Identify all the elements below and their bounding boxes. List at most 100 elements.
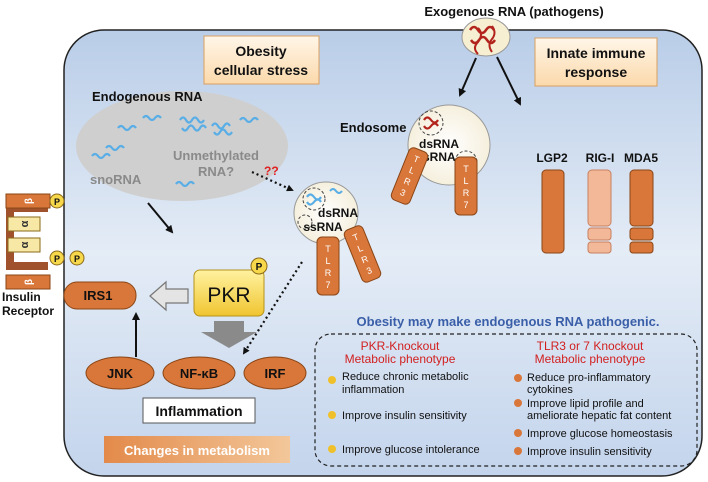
nfkb-label: NF-κB — [180, 366, 218, 381]
tlr-item-1-line2: cytokines — [527, 384, 573, 396]
dsrna-label-lower: dsRNA — [318, 206, 358, 220]
endosome-vesicle-lower — [293, 181, 359, 245]
changes-metabolism-label: Changes in metabolism — [124, 443, 270, 458]
svg-text:R: R — [360, 253, 370, 265]
irs1-label: IRS1 — [84, 288, 113, 303]
svg-text:7: 7 — [463, 200, 468, 210]
pkr-item-bullet — [328, 411, 336, 419]
svg-text:L: L — [463, 176, 468, 186]
svg-text:7: 7 — [325, 280, 330, 290]
innate-immune-box — [534, 37, 658, 87]
tlr-item-3: Improve glucose homeostasis — [527, 428, 673, 440]
pathogen-vesicle — [461, 17, 511, 57]
svg-text:3: 3 — [365, 265, 373, 276]
jnk-node — [85, 356, 155, 390]
inflammation-box — [142, 397, 256, 424]
tlr-ko-title-1: TLR3 or 7 Knockout — [537, 339, 644, 353]
pkr-item-2: Improve insulin sensitivity — [342, 410, 467, 422]
pkr-label: PKR — [207, 284, 250, 307]
tlr-item-bullet — [514, 447, 522, 455]
phospho-marker-1: P — [49, 193, 65, 209]
svg-text:L: L — [356, 243, 364, 254]
pkr-box — [193, 269, 265, 317]
svg-text:T: T — [351, 231, 360, 243]
svg-text:P: P — [256, 262, 263, 273]
arrow-to-endosome — [458, 57, 477, 97]
question-marks: ?? — [264, 164, 279, 178]
pkr-item-bullet — [328, 376, 336, 384]
obesity-stress-box — [203, 35, 320, 85]
irs1-box — [63, 281, 137, 310]
tlr-item-2-line1: Improve lipid profile and — [527, 398, 644, 410]
pkr-phospho-marker: P — [250, 257, 268, 275]
inflammation-label: Inflammation — [155, 403, 242, 419]
svg-text:T: T — [412, 154, 421, 166]
svg-text:R: R — [325, 268, 332, 278]
dsrna-label-upper: dsRNA — [419, 137, 459, 151]
phospho-marker-3: P — [69, 250, 85, 266]
pkr-item-3: Improve glucose intolerance — [342, 444, 480, 456]
tlr3-receptor-upper: T L R 3 — [390, 147, 429, 205]
unmethylated-line1: Unmethylated — [173, 148, 259, 163]
svg-text:L: L — [408, 165, 416, 176]
arrow-to-pkr — [147, 202, 174, 234]
alpha-label-2: α — [19, 241, 31, 248]
svg-text:T: T — [463, 164, 469, 174]
svg-text:L: L — [325, 256, 330, 266]
downstream-arrow — [201, 321, 257, 348]
tlr7-receptor-upper: T L R 7 — [454, 156, 478, 216]
tlr7-receptor-lower: T L R 7 — [316, 236, 340, 296]
pkr-ko-title-1: PKR-Knockout — [361, 339, 440, 353]
endogenous-rna-label: Endogenous RNA — [92, 89, 203, 104]
svg-text:T: T — [325, 244, 331, 254]
obesity-statement: Obesity may make endogenous RNA pathogen… — [357, 314, 660, 329]
pkr-ko-title-2: Metabolic phenotype — [345, 352, 456, 366]
pkr-item-bullet — [328, 445, 336, 453]
obesity-stress-line2: cellular stress — [214, 62, 308, 78]
exogenous-rna-label: Exogenous RNA (pathogens) — [424, 4, 603, 19]
endosome-label: Endosome — [340, 120, 406, 135]
lgp2-sensor — [541, 169, 565, 254]
dotted-arrow-to-vesicle — [251, 170, 294, 192]
svg-text:P: P — [74, 254, 80, 264]
pkr-item-1-line2: inflammation — [342, 384, 404, 396]
tlr-item-bullet — [514, 429, 522, 437]
irf-node — [243, 356, 307, 390]
alpha-label-1: α — [19, 220, 31, 227]
innate-immune-line1: Innate immune — [547, 45, 646, 61]
svg-text:P: P — [54, 254, 60, 264]
snorna-label: snoRNA — [90, 172, 142, 187]
inhibition-arrow — [149, 280, 189, 312]
receptor-label: Receptor — [2, 304, 54, 318]
sensor-label-lgp2: LGP2 — [536, 151, 568, 165]
pkr-item-1-line1: Reduce chronic metabolic — [342, 371, 469, 383]
svg-text:3: 3 — [399, 187, 407, 198]
beta-label-1: β — [24, 198, 35, 204]
phospho-marker-2: P — [49, 250, 65, 266]
obesity-stress-line1: Obesity — [235, 43, 287, 59]
sensor-label-rig-i: RIG-I — [586, 151, 615, 165]
svg-text:P: P — [54, 197, 60, 207]
svg-text:R: R — [463, 188, 470, 198]
beta-label-2: β — [24, 279, 35, 285]
changes-metabolism-box — [104, 436, 290, 463]
tlr-item-2-line2: ameliorate hepatic fat content — [527, 410, 671, 422]
tlr-item-bullet — [514, 374, 522, 382]
tlr-ko-title-2: Metabolic phenotype — [535, 352, 646, 366]
knockout-phenotype-box — [314, 333, 698, 467]
tlr-item-1-line1: Reduce pro-inflammatory — [527, 372, 651, 384]
svg-text:R: R — [402, 176, 412, 188]
tlr-item-bullet — [514, 399, 522, 407]
tlr-item-4: Improve insulin sensitivity — [527, 446, 652, 458]
endogenous-rna-strands — [91, 114, 259, 188]
arrow-to-innate — [496, 56, 521, 106]
endogenous-rna-blob — [76, 91, 288, 201]
tlr3-receptor-lower: T L R 3 — [343, 225, 382, 283]
rig-i-sensor — [587, 169, 612, 254]
insulin-receptor — [5, 193, 51, 290]
innate-immune-line2: response — [565, 64, 627, 80]
insulin-label: Insulin — [2, 290, 41, 304]
irf-label: IRF — [265, 366, 286, 381]
mda5-sensor — [629, 169, 654, 254]
